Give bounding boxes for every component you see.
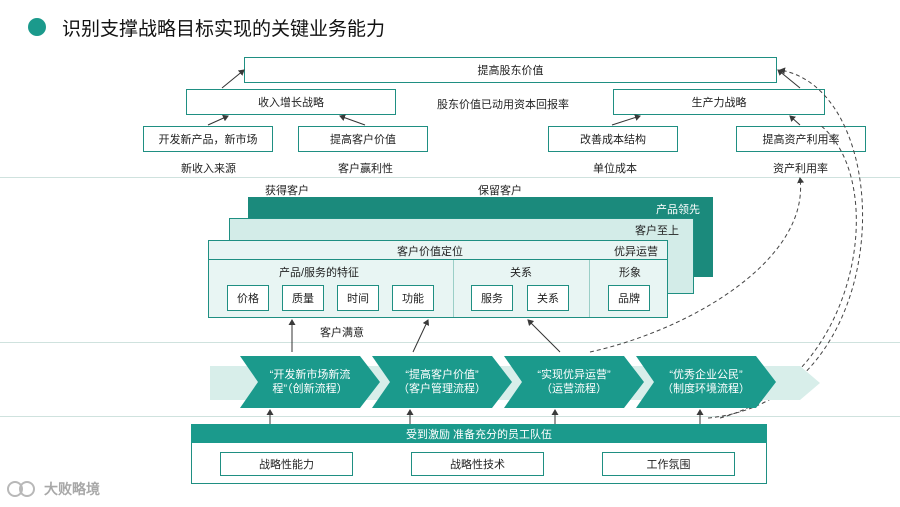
chevron-4	[636, 356, 776, 408]
item-brand: 品牌	[608, 285, 650, 311]
learning-header: 受到激励 准备充分的员工队伍	[191, 424, 767, 443]
chevron-4-text: “优秀企业公民” （制度环境流程）	[652, 368, 760, 396]
item-quality: 质量	[282, 285, 324, 311]
item-brand-label: 品牌	[618, 293, 640, 305]
revenue-growth-box: 收入增长战略	[186, 89, 396, 115]
new-products-box: 开发新产品，新市场	[143, 126, 273, 152]
chevron-2-text: “提高客户价值” （客户管理流程）	[388, 368, 496, 396]
attr-divider-2	[589, 260, 590, 317]
learning-item-capability-label: 战略性能力	[259, 459, 314, 471]
page-title: 识别支撑战略目标实现的关键业务能力	[62, 19, 386, 40]
unit-cost-label: 单位成本	[593, 163, 637, 175]
productivity-label: 生产力战略	[691, 97, 747, 109]
watermark-brand: 大败略境	[44, 481, 100, 497]
image-label: 形象	[619, 267, 641, 279]
item-price: 价格	[227, 285, 269, 311]
item-relationship: 关系	[527, 285, 569, 311]
shareholder-value-box: 提高股东价值	[244, 57, 777, 83]
item-service: 服务	[471, 285, 513, 311]
relationship-label: 关系	[510, 267, 532, 279]
chevron-3-text: “实现优异运营” （运营流程）	[520, 368, 628, 396]
satisfaction-label: 客户满意	[320, 327, 364, 339]
item-time: 时间	[337, 285, 379, 311]
item-function-label: 功能	[402, 293, 424, 305]
value-position-divider	[209, 259, 667, 260]
chevron-1-line2: 程”（创新流程）	[272, 383, 348, 395]
value-position-label: 客户价值定位	[397, 246, 463, 258]
revenue-growth-label: 收入增长战略	[258, 97, 324, 109]
new-products-label: 开发新产品，新市场	[158, 134, 258, 146]
asset-utilization-box: 提高资产利用率	[736, 126, 866, 152]
chevron-3-line1: “实现优异运营”	[537, 369, 611, 381]
cost-structure-box: 改善成本结构	[548, 126, 678, 152]
divider-financial	[0, 177, 900, 178]
chevron-3-line2: （运营流程）	[541, 383, 607, 395]
item-quality-label: 质量	[292, 293, 314, 305]
chevron-4-line2: （制度环境流程）	[662, 383, 750, 395]
asset-rate-label: 资产利用率	[773, 163, 828, 175]
learning-item-capability: 战略性能力	[220, 452, 353, 476]
learning-header-label: 受到激励 准备充分的员工队伍	[405, 428, 553, 441]
retain-label: 保留客户	[478, 185, 522, 197]
customer-value-box: 提高客户价值	[298, 126, 428, 152]
chevron-2-line2: （客户管理流程）	[398, 383, 486, 395]
product-leadership-label: 产品领先	[656, 204, 700, 216]
customer-profit-label: 客户赢利性	[338, 163, 393, 175]
chevron-2-line1: “提高客户价值”	[405, 369, 479, 381]
new-revenue-label: 新收入来源	[181, 163, 236, 175]
chevron-1-line1: “开发新市场新流	[269, 369, 351, 381]
item-service-label: 服务	[481, 293, 503, 305]
attributes-label: 产品/服务的特征	[279, 267, 360, 279]
divider-process	[0, 416, 900, 417]
item-relationship-label: 关系	[537, 293, 559, 305]
attr-divider-1	[453, 260, 454, 317]
productivity-box: 生产力战略	[613, 89, 825, 115]
learning-item-climate-label: 工作氛围	[646, 459, 691, 471]
item-function: 功能	[392, 285, 434, 311]
learning-item-technology: 战略性技术	[411, 452, 544, 476]
roce-label: 股东价值已动用资本回报率	[437, 99, 569, 111]
learning-item-technology-label: 战略性技术	[450, 459, 505, 471]
watermark-logo-icon	[6, 478, 40, 498]
shareholder-value-label: 提高股东价值	[477, 65, 544, 77]
acquire-label: 获得客户	[265, 185, 309, 197]
divider-customer	[0, 342, 900, 343]
chevron-1	[240, 356, 380, 408]
item-time-label: 时间	[347, 293, 369, 305]
chevron-4-line1: “优秀企业公民”	[669, 369, 743, 381]
learning-item-climate: 工作氛围	[602, 452, 735, 476]
chevron-2	[372, 356, 512, 408]
chevron-1-text: “开发新市场新流 程”（创新流程）	[256, 368, 364, 396]
customer-value-label: 提高客户价值	[330, 134, 396, 146]
customer-first-label: 客户至上	[635, 225, 679, 237]
item-price-label: 价格	[237, 293, 259, 305]
cost-structure-label: 改善成本结构	[580, 134, 646, 146]
chevron-3	[504, 356, 644, 408]
title-bullet-icon	[28, 18, 46, 36]
operational-excellence-label: 优异运营	[614, 246, 658, 258]
asset-utilization-label: 提高资产利用率	[762, 134, 840, 146]
